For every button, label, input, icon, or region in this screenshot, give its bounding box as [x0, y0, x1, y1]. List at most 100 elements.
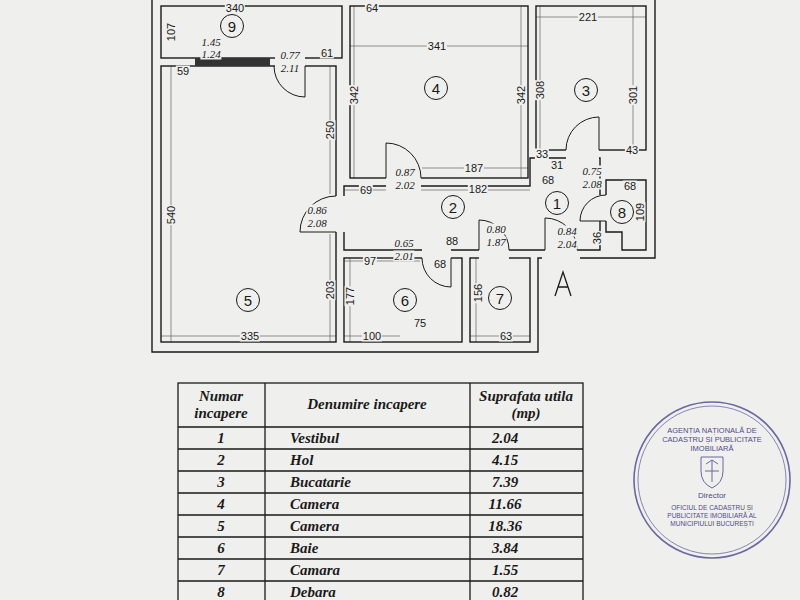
wall-line: [580, 0, 655, 258]
table-cell: 3.84: [492, 541, 518, 556]
dimension: 335: [240, 331, 260, 342]
table-cell: 0.82: [492, 585, 518, 600]
room-number-text: 9: [228, 19, 236, 34]
wall-line: [344, 258, 462, 342]
table-cell: 2: [217, 453, 225, 468]
dimension: 88: [445, 236, 459, 247]
stamp-outline: [632, 400, 792, 560]
dimension: 63: [499, 331, 513, 342]
door-size: 0.87: [394, 167, 415, 178]
table-cell: 1: [217, 431, 225, 446]
dimension: 97: [363, 256, 377, 267]
door-size: 0.77: [279, 50, 300, 61]
dimension: 100: [362, 331, 382, 342]
table-cell: Bucatarie: [290, 475, 351, 490]
door-size: 2.01: [393, 251, 414, 262]
dimension: 107: [166, 22, 177, 42]
north-arrow: [555, 272, 571, 296]
stamp-text: Director: [672, 491, 752, 501]
wall-line: [470, 258, 530, 342]
room-number: 3: [574, 78, 598, 102]
wall-line: [152, 0, 655, 352]
door-size: 2.02: [394, 180, 415, 191]
room-number-text: 3: [582, 83, 590, 98]
table-grid: [265, 383, 470, 600]
door-swing: [545, 218, 577, 250]
dimension: 301: [628, 85, 639, 105]
wall-line: [152, 0, 542, 352]
table-grid: [178, 427, 583, 581]
table-cell: 11.66: [489, 497, 522, 512]
table-header: Denumire incapere: [307, 396, 427, 413]
room-number-text: 1: [553, 196, 561, 211]
door-opening: [545, 248, 577, 260]
dimension: 182: [468, 184, 488, 195]
door-size: 2.08: [581, 179, 602, 190]
door-size: 0.80: [485, 224, 506, 235]
table-cell: 6: [217, 541, 225, 556]
dimension: 540: [166, 205, 177, 225]
dimension: 342: [349, 85, 360, 105]
table-cell: 5: [217, 519, 225, 534]
dimension: 156: [473, 283, 484, 303]
dimension: 64: [365, 3, 379, 14]
door-swing: [300, 196, 336, 232]
dimension: 36: [592, 231, 603, 245]
dimension: 68: [541, 175, 555, 186]
table-grid: [178, 383, 583, 600]
door-size: 2.08: [306, 218, 327, 229]
stamp-ring: [638, 406, 786, 554]
wall-line: [350, 6, 528, 178]
table-cell: 4.15: [492, 453, 518, 468]
table-cell: Baie: [290, 541, 318, 556]
room-number: 8: [610, 200, 634, 224]
door-swing: [479, 220, 509, 250]
door-size: 1.24: [200, 49, 221, 60]
table-header: Numar incapere: [181, 388, 261, 423]
table-grid: [178, 383, 583, 600]
room-number-text: 2: [449, 200, 457, 215]
dimension: 340: [225, 3, 245, 14]
wall-line: [161, 66, 336, 342]
official-stamp: AGENȚIA NAȚIONALĂ DE CADASTRU ȘI PUBLICI…: [632, 400, 792, 560]
table-cell: Hol: [290, 453, 313, 468]
table-header: Suprafata utila (mp): [476, 388, 576, 423]
room-number-text: 8: [618, 205, 626, 220]
table-cell: Vestibul: [290, 431, 339, 446]
room-number-text: 7: [496, 291, 504, 306]
door-swing: [386, 143, 421, 178]
dimension: 68: [623, 181, 637, 192]
stamp-text: OFICIUL DE CADASTRU ȘI PUBLICITATE IMOBI…: [653, 504, 771, 528]
door-opening: [479, 248, 509, 260]
room-number: 1: [545, 191, 569, 215]
door-size: 1.87: [485, 237, 506, 248]
coat-of-arms: [701, 457, 723, 488]
room-number: 2: [441, 195, 465, 219]
dimension: 221: [578, 12, 598, 23]
table-cell: 3: [217, 475, 225, 490]
dimension: 177: [345, 286, 356, 306]
table-cell: 8: [217, 585, 225, 600]
door-opening: [334, 196, 346, 232]
dimension: 43: [625, 145, 639, 156]
room-number-text: 6: [401, 293, 409, 308]
door-size: 2.11: [280, 63, 300, 74]
door-size: 0.84: [556, 226, 577, 237]
room-number: 9: [220, 14, 244, 38]
dimension: 203: [325, 280, 336, 300]
room-number: 5: [236, 288, 260, 312]
door-swing: [580, 195, 606, 221]
dimension: 341: [427, 41, 447, 52]
wall-line: [344, 158, 600, 250]
dimension: 33: [535, 149, 549, 160]
room-number: 4: [424, 76, 448, 100]
table-cell: 7.39: [492, 475, 518, 490]
wall-line: [161, 6, 342, 58]
table-cell: Camara: [290, 563, 340, 578]
dimension: 342: [516, 85, 527, 105]
dimension: 308: [535, 80, 546, 100]
north-arrow: [555, 272, 571, 296]
dimension: 61: [320, 48, 334, 59]
dimension: 250: [325, 120, 336, 140]
